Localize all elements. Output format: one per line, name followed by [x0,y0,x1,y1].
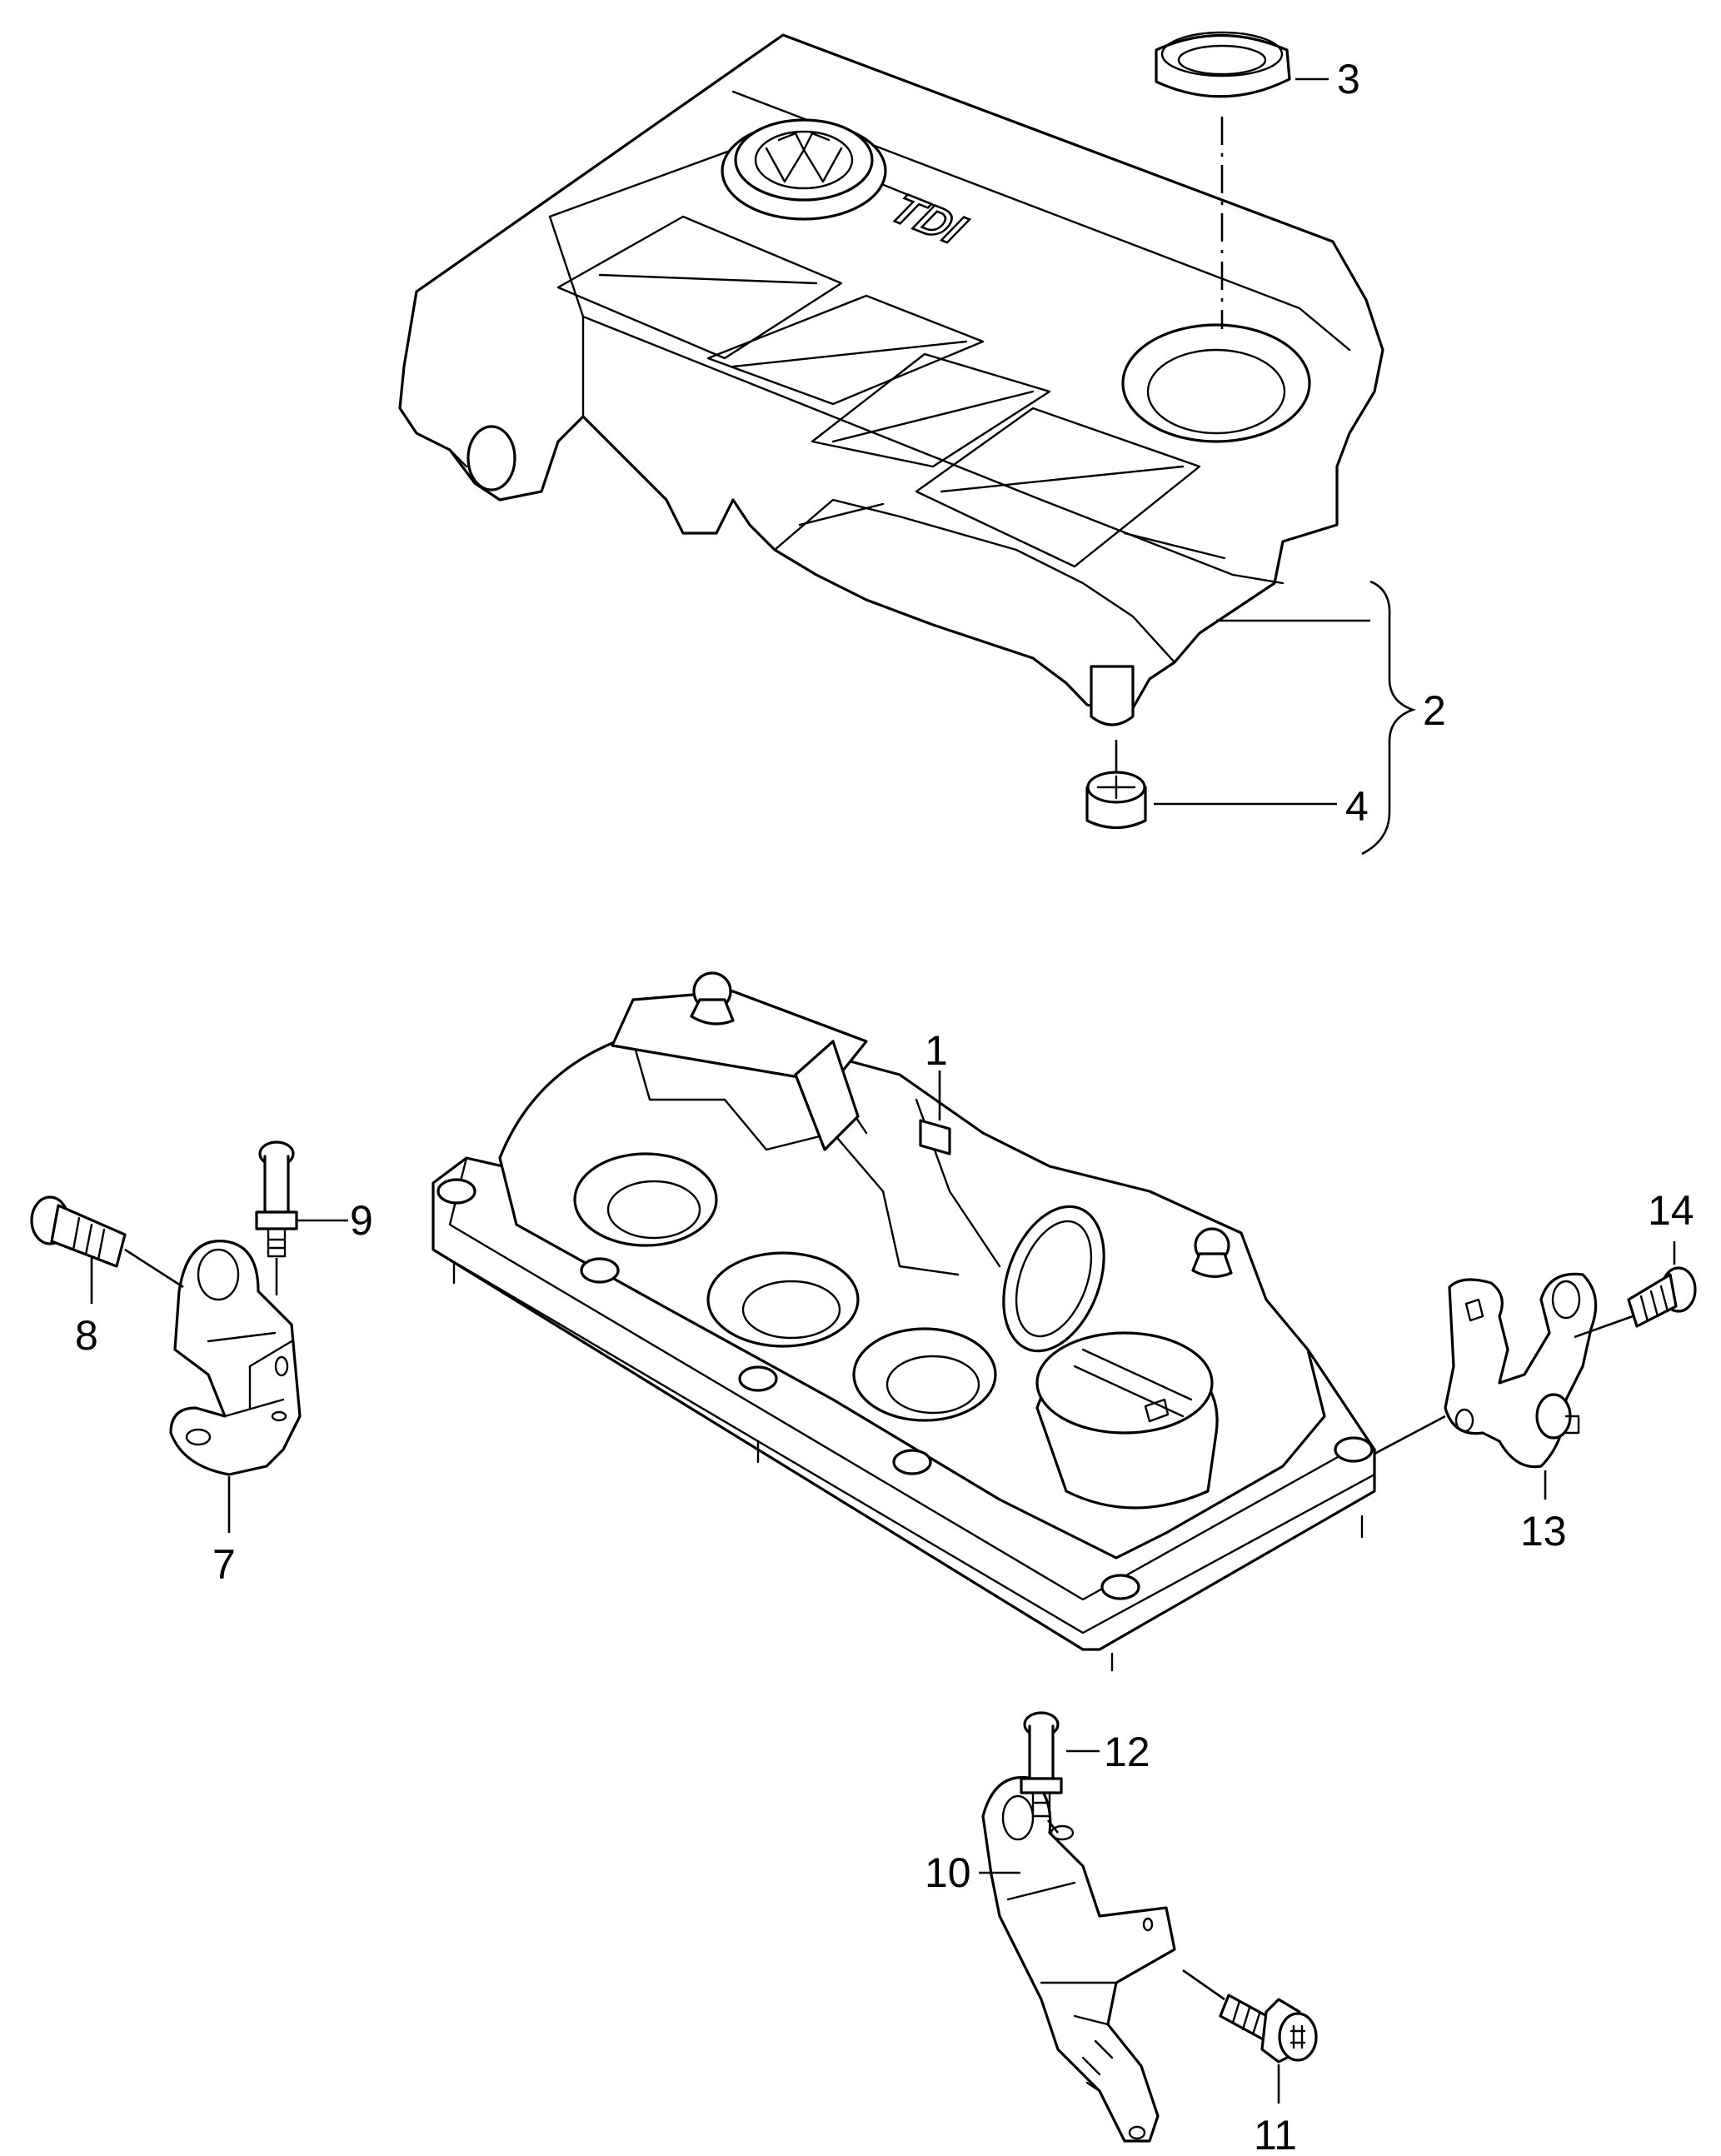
leader-lines [90,77,1676,2104]
part-4-grommet [1085,771,1147,829]
part-11-bolt [1219,1994,1318,2064]
callout-12: 12 [1104,1729,1150,1775]
cylinder-head-cover [431,971,1376,1672]
part-3-cap [1155,31,1291,98]
callout-8: 8 [75,1312,98,1359]
callout-4: 4 [1345,783,1369,830]
callout-labels: 1 2 3 4 7 8 9 10 11 12 13 14 [75,56,1694,2156]
part-13-bracket [1444,1272,1598,1469]
callout-14: 14 [1648,1187,1694,1234]
part-9-stud [255,1140,298,1258]
callout-1: 1 [925,1027,948,1074]
callout-2: 2 [1423,687,1446,734]
part-14-bolt [1627,1266,1697,1328]
callout-3: 3 [1337,56,1360,102]
part-7-bracket [169,1240,302,1476]
part-12-stud [1020,1711,1063,1818]
callout-10: 10 [925,1849,971,1896]
callout-7: 7 [212,1541,236,1588]
part-10-bracket [981,1776,1176,2143]
part-8-bolt [30,1195,127,1268]
engine-cover: TDI [398,33,1384,726]
callout-11: 11 [1254,2112,1297,2156]
callout-13: 13 [1520,1508,1567,1555]
callout-9: 9 [350,1197,373,1244]
